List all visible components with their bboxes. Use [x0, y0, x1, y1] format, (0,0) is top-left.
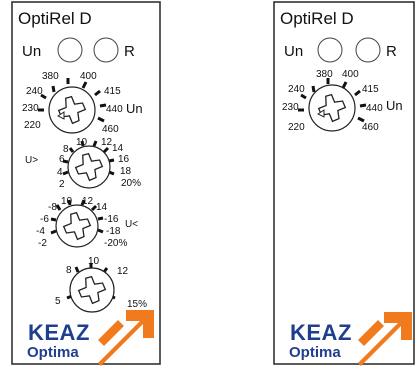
left-uover-12: 12	[101, 137, 113, 148]
right-un-220: 220	[288, 122, 305, 133]
right-un-240: 240	[288, 84, 305, 95]
left-uover-6: 6	[59, 154, 65, 165]
left-led-un	[57, 37, 83, 63]
left-un-240: 240	[26, 86, 43, 97]
left-uover-18: 18	[120, 166, 132, 177]
left-brand-sub: Optima	[27, 344, 79, 361]
right-un-460: 460	[362, 122, 379, 133]
right-brand-sub: Optima	[289, 344, 341, 361]
right-relay-panel: OptiRel D Un R 380 400 240 415 230 440 U…	[273, 1, 415, 366]
left-delay-10: 10	[88, 256, 100, 267]
left-delay-12: 12	[117, 266, 129, 277]
right-brand-arrow-logo	[358, 312, 412, 366]
left-uover-20: 20%	[121, 178, 141, 189]
left-uunder-neg20: -20%	[104, 238, 127, 249]
left-uover-10: 10	[76, 137, 88, 148]
left-brand-arrow-logo	[98, 310, 154, 366]
left-led-r-label: R	[124, 43, 135, 60]
left-uunder-neg8: -8	[48, 202, 57, 213]
right-un-415: 415	[362, 84, 379, 95]
left-knob-delay[interactable]	[66, 263, 116, 313]
left-uunder-neg16: -16	[104, 214, 119, 225]
left-un-460: 460	[102, 124, 119, 135]
left-un-400: 400	[80, 71, 97, 82]
left-uunder-10: 10	[61, 196, 73, 207]
left-uunder-neg18: -18	[106, 226, 121, 237]
right-un-230: 230	[282, 102, 299, 113]
right-brand: KEAZ	[290, 320, 352, 345]
right-knob-un[interactable]	[298, 78, 367, 132]
left-un-220: 220	[24, 120, 41, 131]
left-un-unit: Un	[126, 101, 143, 116]
left-un-415: 415	[104, 86, 121, 97]
left-un-440: 440	[106, 104, 123, 115]
left-title: OptiRel D	[18, 9, 92, 28]
left-uunder-neg4: -4	[36, 226, 45, 237]
left-relay-panel: OptiRel D Un R 380 400 240 415 230 440 U…	[11, 1, 161, 366]
left-uover-4: 4	[57, 167, 63, 178]
left-knob-u-under[interactable]	[50, 199, 104, 248]
left-uover-8: 8	[63, 144, 69, 155]
left-led-r	[93, 37, 119, 63]
left-delay-8: 8	[66, 265, 72, 276]
left-led-un-label: Un	[22, 43, 41, 60]
right-un-380: 380	[316, 69, 333, 80]
left-un-230: 230	[22, 103, 39, 114]
left-knob-u-over[interactable]	[62, 140, 115, 189]
left-uunder-neg2: -2	[38, 238, 47, 249]
right-un-400: 400	[342, 69, 359, 80]
right-led-r	[355, 37, 381, 63]
left-delay-5: 5	[55, 296, 61, 307]
left-panel-frame	[11, 1, 161, 365]
left-knob-un[interactable]	[38, 78, 107, 134]
left-brand: KEAZ	[28, 320, 90, 345]
left-uunder-14: 14	[96, 202, 108, 213]
left-uover-14: 14	[112, 143, 124, 154]
left-uover-2: 2	[59, 179, 65, 190]
left-uunder-12: 12	[82, 196, 94, 207]
right-led-un-label: Un	[284, 43, 303, 60]
right-un-440: 440	[366, 103, 383, 114]
left-un-380: 380	[42, 71, 59, 82]
right-title: OptiRel D	[280, 9, 354, 28]
left-uover-16: 16	[118, 154, 130, 165]
right-un-unit: Un	[386, 98, 403, 113]
left-uunder-label: U<	[125, 219, 138, 230]
right-led-un	[317, 37, 343, 63]
right-led-r-label: R	[386, 43, 397, 60]
left-uunder-neg6: -6	[40, 214, 49, 225]
left-delay-15: 15%	[127, 299, 147, 310]
left-uover-label: U>	[25, 155, 38, 166]
right-panel-frame	[273, 1, 415, 365]
